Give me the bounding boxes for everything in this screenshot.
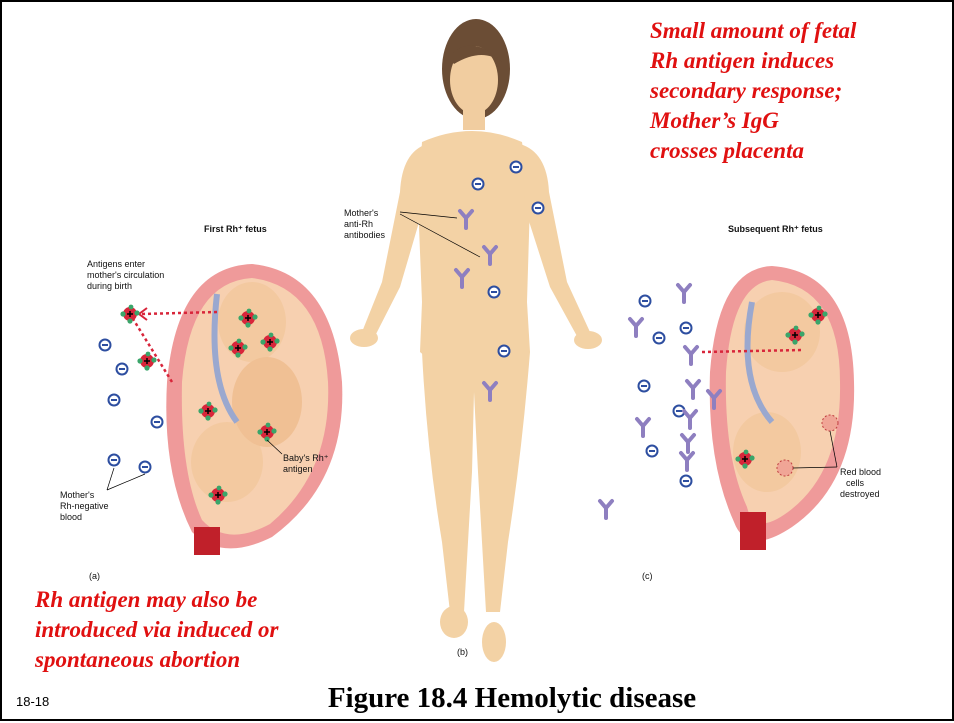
baby-antigen-label: Baby's Rh⁺ antigen: [283, 453, 329, 475]
label-line: Mother's: [344, 208, 385, 219]
panel-b-tag: (b): [457, 647, 468, 658]
label-line: cells: [840, 478, 881, 489]
note-line: Small amount of fetal: [650, 16, 950, 46]
anti-rh-antibodies-label: Mother's anti-Rh antibodies: [344, 208, 385, 241]
label-line: antigen: [283, 464, 329, 475]
uterus-subsequent-fetus: [600, 266, 854, 550]
panel-a-title: First Rh⁺ fetus: [204, 224, 267, 235]
note-line: Mother’s IgG: [650, 106, 950, 136]
note-secondary-response: Small amount of fetal Rh antigen induces…: [650, 16, 950, 166]
label-line: antibodies: [344, 230, 385, 241]
label-line: Red blood: [840, 467, 881, 478]
note-line: Rh antigen may also be: [35, 585, 355, 615]
note-line: Rh antigen induces: [650, 46, 950, 76]
note-line: spontaneous abortion: [35, 645, 355, 675]
label-line: mother's circulation: [87, 270, 164, 281]
label-line: during birth: [87, 281, 164, 292]
antigens-enter-label: Antigens enter mother's circulation duri…: [87, 259, 164, 292]
note-line: introduced via induced or: [35, 615, 355, 645]
uterus-first-fetus: [99, 264, 343, 555]
panel-a-tag: (a): [89, 571, 100, 582]
note-line: crosses placenta: [650, 136, 950, 166]
label-line: blood: [60, 512, 109, 523]
woman-figure: [350, 19, 602, 662]
label-line: Antigens enter: [87, 259, 164, 270]
note-line: secondary response;: [650, 76, 950, 106]
figure-title: Figure 18.4 Hemolytic disease: [122, 682, 902, 715]
label-line: destroyed: [840, 489, 881, 500]
rbc-destroyed-label: Red blood cells destroyed: [840, 467, 881, 500]
note-abortion: Rh antigen may also be introduced via in…: [35, 585, 355, 675]
panel-c-tag: (c): [642, 571, 653, 582]
mother-rh-negative-label: Mother's Rh-negative blood: [60, 490, 109, 523]
label-line: anti-Rh: [344, 219, 385, 230]
label-line: Baby's Rh⁺: [283, 453, 329, 464]
label-line: Mother's: [60, 490, 109, 501]
slide-number: 18-18: [16, 694, 49, 709]
label-line: Rh-negative: [60, 501, 109, 512]
panel-c-title: Subsequent Rh⁺ fetus: [728, 224, 823, 235]
